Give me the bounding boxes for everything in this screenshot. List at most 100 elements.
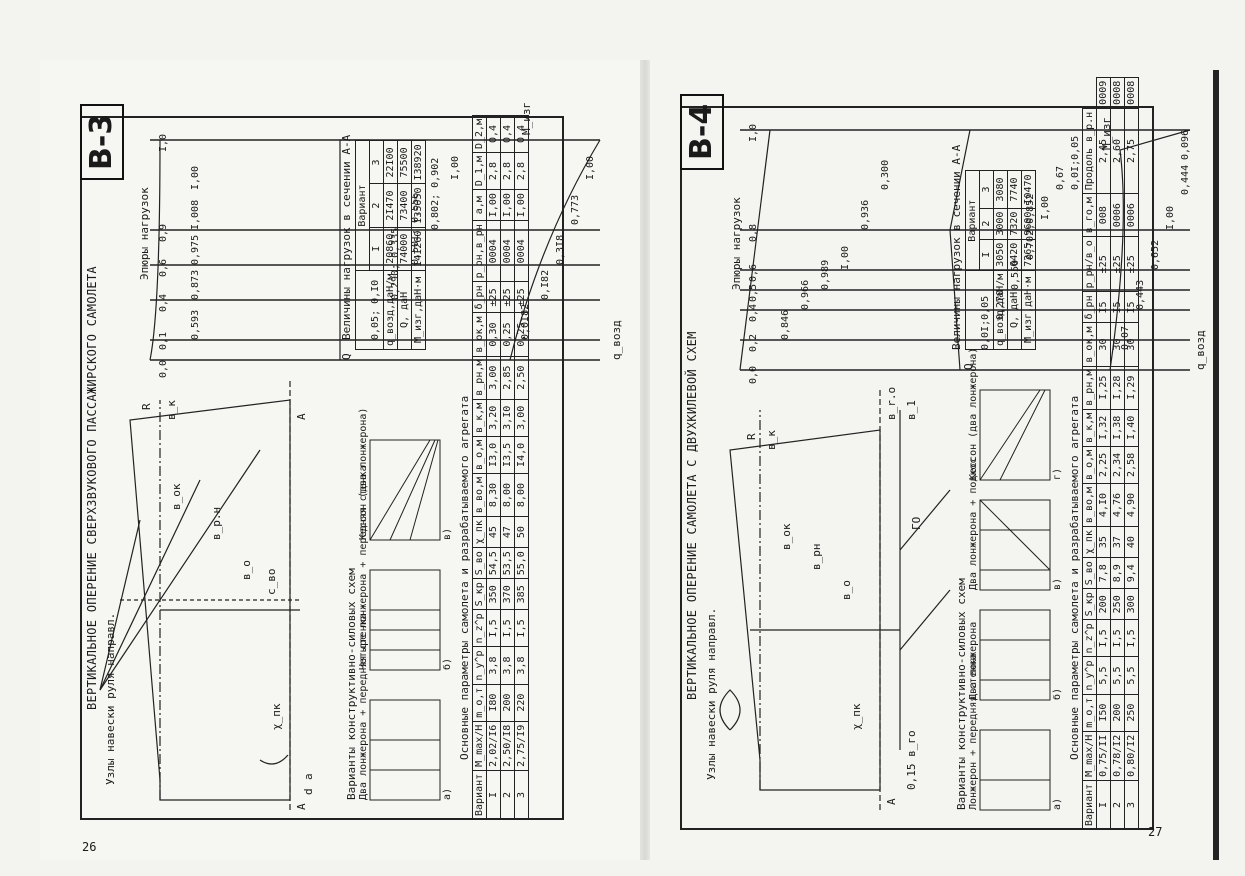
right-loads-cell: 7265 (1021, 239, 1036, 271)
right-main-cell: I,38 (1110, 409, 1125, 447)
right-main-cell: 0,78/I2 (1110, 731, 1125, 781)
left-main-cell: 50 (514, 516, 529, 548)
right-main-header-cell: Продоль в_р.н (1082, 108, 1097, 194)
right-main-cell: 2 (1110, 780, 1125, 830)
right-main-cell: 9,4 (1124, 557, 1139, 589)
right-main-header-cell: в_о,м (1082, 446, 1097, 484)
left-main-cell: 200 (500, 684, 515, 722)
left-q-3: I,008 (190, 199, 201, 230)
left-main-header-cell: в_ок,м (472, 312, 487, 357)
left-variant-tag-1: б) (442, 657, 453, 670)
right-fin-outline (729, 429, 881, 791)
left-main-cell: 2 (500, 770, 515, 820)
left-label-bo: в_о (240, 560, 253, 580)
right-main-cell: 30 (1110, 322, 1125, 367)
left-main-cell: ±25 (486, 281, 501, 313)
left-variant-tag-2: в) (442, 527, 453, 540)
right-main-cell: 0,80/I2 (1124, 731, 1139, 781)
left-main-cell: 385 (514, 578, 529, 610)
right-main-cell: 0009 (1096, 77, 1111, 109)
table-row: M_изг,даН·м I4I260 I35050 I38920 (411, 140, 426, 350)
left-loads-cell: I4I260 (411, 227, 426, 271)
right-variant-tag-3: г) (1052, 467, 1063, 480)
left-main-header-cell: m_о,т (472, 684, 487, 722)
left-axis-5: I,0 (158, 133, 169, 152)
left-fin-diagram (99, 139, 601, 810)
right-main-cell: I,25 (1096, 366, 1111, 410)
left-main-cell: 3,00 (486, 356, 501, 400)
left-main-cell: 220 (514, 684, 529, 722)
left-M-1: 0,I82 (540, 269, 551, 300)
right-main-cell: ±25 (1124, 236, 1139, 292)
right-main-header-cell: в_во,м (1082, 483, 1097, 527)
right-main-header-cell: в_рн,м (1082, 366, 1097, 410)
left-main-cell: I,00 (500, 189, 515, 221)
left-M-2: 0,3I8 (555, 234, 566, 265)
left-main-cell: 2,75/I9 (514, 721, 529, 771)
left-epure-Q (339, 139, 370, 360)
left-label-R: R (140, 403, 153, 410)
left-loads-cell: 20860 (383, 227, 398, 271)
left-main-header-cell: n_z^р (472, 609, 487, 647)
left-main-header-cell: n_y^р (472, 646, 487, 685)
right-fin-diagram (719, 129, 1191, 811)
left-loads-rowname: M_изг,даН·м (411, 270, 426, 350)
left-axis-3: 0,6 (158, 258, 169, 277)
right-main-cell: 2,58 (1124, 446, 1139, 484)
right-loads-cell: 3080 (993, 170, 1008, 209)
right-M-3: I,00 (1165, 205, 1176, 230)
left-main-header-cell: Вариант (472, 770, 487, 820)
right-label-brn: в_рн (810, 543, 823, 571)
right-M-2: 0,652 (1150, 239, 1161, 270)
right-main-cell: 2,25 (1096, 446, 1111, 484)
left-main-cell: 8,30 (486, 473, 501, 517)
right-main-cell: ±25 (1096, 236, 1111, 292)
left-loads-cell: 75500 (397, 140, 412, 184)
right-axis-5: 0,8 (748, 223, 759, 242)
left-main-cell: I,00 (514, 189, 529, 221)
left-main-cell: 2,50 (514, 356, 529, 400)
left-Q-4: I,00 (450, 155, 461, 180)
left-main-cell: 2,02/I6 (486, 721, 501, 771)
right-page-rotated-content: В-4 ВЕРТИКАЛЬНОЕ ОПЕРЕНИЕ САМОЛЕТА С ДВУ… (650, 70, 1210, 850)
left-Q-3: 0,802; 0,902 (430, 157, 441, 230)
right-label-sec-a: А (885, 798, 898, 805)
left-label-chi: χ_пк (270, 703, 283, 731)
right-main-cell: 2,34 (1110, 446, 1125, 484)
left-main-cell: 2,8 (514, 152, 529, 190)
right-main-header-cell: m_о,т (1082, 694, 1097, 732)
right-M-4: 0,444 (1180, 164, 1191, 195)
right-main-cell: I5 (1124, 291, 1139, 323)
left-label-sec-a2: А (295, 413, 308, 420)
left-label-d: d (302, 788, 315, 795)
left-q-0: 0,593 (190, 309, 201, 340)
left-label-ceo: с_во (265, 568, 278, 596)
right-loads-rowname: Q, даН (1007, 270, 1022, 350)
left-loads-title: Величины нагрузок в сечении А-А (340, 134, 353, 340)
right-main-cell: 37 (1110, 526, 1125, 558)
left-q-1: 0,873 (190, 269, 201, 300)
table-row: M_изг,даН·м 7265 9600 I0470 (1021, 170, 1036, 350)
right-main-cell: 5,5 (1110, 656, 1125, 695)
left-main-cell: 350 (486, 578, 501, 610)
right-label-chi: χ_пк (850, 703, 863, 731)
right-main-cell: 4,76 (1110, 483, 1125, 527)
right-main-title: Основные параметры самолета и разрабатыв… (1068, 395, 1081, 760)
right-main-cell: 4,I0 (1096, 483, 1111, 527)
left-main-cell: ±25 (514, 281, 529, 313)
left-main-cell: 0,4 (486, 115, 501, 153)
left-loads-rowname: Q, даН (397, 270, 412, 350)
right-main-header-cell: в_го,м (1082, 193, 1097, 237)
left-main-cell: 3,8 (514, 646, 529, 685)
right-variant-tag-1: б) (1052, 687, 1063, 700)
right-variant-3: Кессон (два лонжерона) (968, 347, 979, 480)
left-main-cell: 0004 (514, 220, 529, 282)
right-main-cell: 0006 (1124, 193, 1139, 237)
right-main-cell: I,32 (1096, 409, 1111, 447)
left-main-cell: ±25 (500, 281, 515, 313)
left-label-bok: в_ок (170, 483, 183, 511)
right-q-3: I,00 (840, 245, 851, 270)
left-main-cell: 3 (514, 770, 529, 820)
